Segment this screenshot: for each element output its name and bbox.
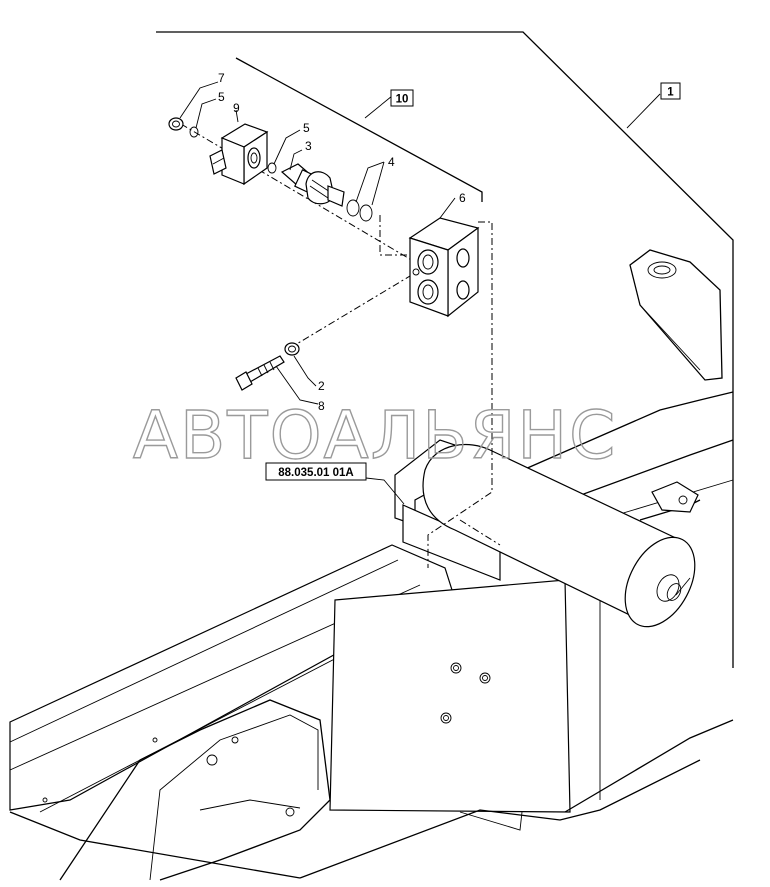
callout-7: 7: [218, 71, 225, 85]
assembly-label-10[interactable]: 10: [390, 89, 414, 107]
assembly-label-1[interactable]: 1: [660, 82, 681, 100]
callout-5b: 5: [303, 121, 310, 135]
bolt: [235, 355, 285, 391]
assembly-1-bracket: [156, 31, 734, 668]
seals: [168, 117, 373, 356]
callout-8: 8: [318, 399, 325, 413]
watermark: АВТОАЛЬЯНС: [133, 397, 617, 474]
callout-9: 9: [233, 101, 240, 115]
callout-4: 4: [388, 155, 395, 169]
callout-6: 6: [459, 191, 466, 205]
solenoid-coil: [209, 123, 269, 186]
leader-lines: [180, 123, 501, 568]
svg-text:88.035.01 01A: 88.035.01 01A: [278, 467, 353, 479]
cylinder: [422, 444, 696, 628]
reference-label[interactable]: 88.035.01 01A: [265, 462, 367, 481]
valve-block: [408, 217, 480, 318]
assembly-10-bracket: [235, 57, 483, 202]
callout-numbers: 7 5 9 5 3 4 6 2 8: [218, 71, 466, 413]
svg-text:10: 10: [396, 94, 409, 106]
callout-2: 2: [318, 379, 325, 393]
cartridge-valve: [280, 163, 345, 207]
callout-5a: 5: [218, 90, 225, 104]
callout-3: 3: [305, 139, 312, 153]
svg-text:1: 1: [667, 87, 674, 99]
callout-leaders: [179, 81, 456, 505]
